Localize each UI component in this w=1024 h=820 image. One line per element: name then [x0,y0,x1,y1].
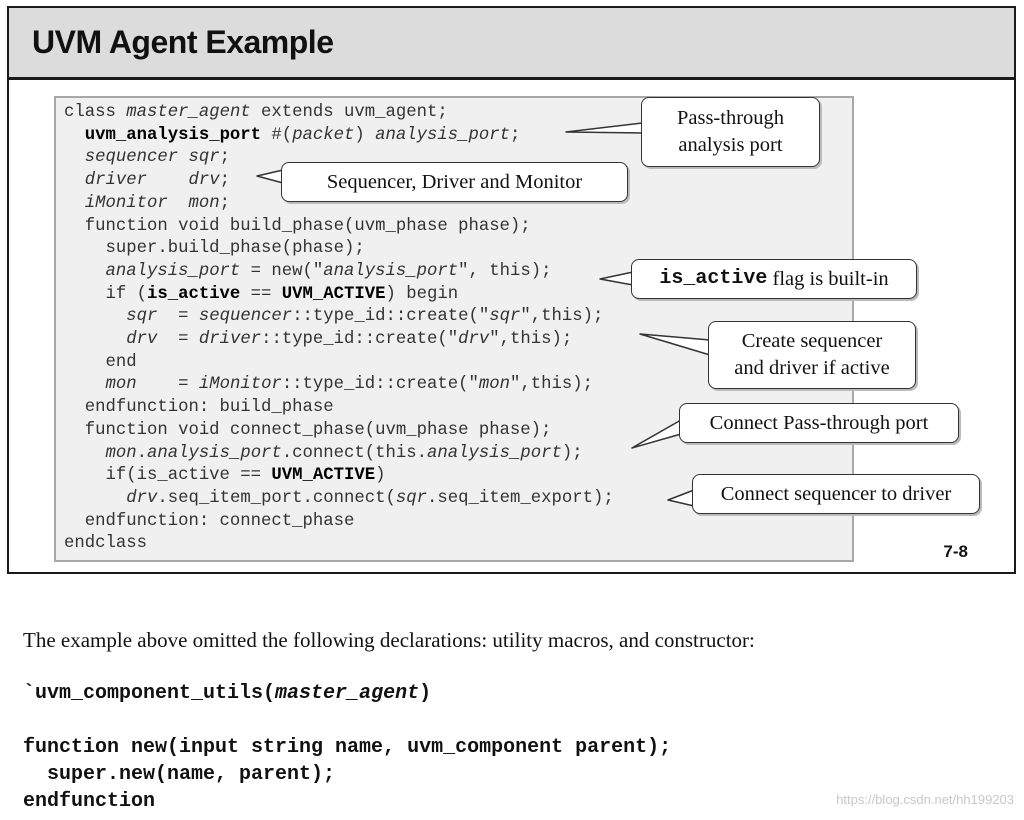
code-line: drv.seq_item_port.connect(sqr.seq_item_e… [126,488,614,508]
code-line: if (is_active == UVM_ACTIVE) begin [64,284,459,304]
code-line: end [64,352,137,372]
callout-is-active-text: flag is built-in [767,267,889,290]
code-line: endfunction: build_phase [64,398,334,418]
extra-code-line: super.new(name, parent); [23,763,336,786]
callout-is-active-code: is_active [659,267,768,290]
code-line: endclass [64,534,147,554]
callout-components-text: Sequencer, Driver and Monitor [326,170,583,193]
callout-passthrough-line1: Pass-through [676,107,785,130]
code-line: driver drv; [84,171,230,191]
callout-passthrough-line2: analysis port [678,134,783,156]
callout-components: Sequencer, Driver and Monitor [281,162,628,202]
code-line: mon = iMonitor::type_id::create("mon",th… [105,375,593,395]
slide-number: 7-8 [943,542,968,561]
code-line: iMonitor mon; [84,193,230,213]
code-line: if(is_active == UVM_ACTIVE) [64,466,386,486]
callout-connect-seq: Connect sequencer to driver [692,474,980,514]
code-line: class master_agent extends uvm_agent; [64,103,448,122]
code-line: function void connect_phase(uvm_phase ph… [64,420,552,440]
title-bar: UVM Agent Example [9,8,1014,80]
code-block: class master_agent extends uvm_agent; uv… [64,102,614,556]
extra-code-block: `uvm_component_utils(master_agent) funct… [23,680,671,815]
callout-connect-seq-text: Connect sequencer to driver [720,482,952,505]
extra-code-line [23,707,671,734]
watermark: https://blog.csdn.net/hh199203 [836,792,1014,807]
callout-passthrough: Pass-through analysis port [641,97,820,167]
callout-create-line2: and driver if active [734,357,890,379]
callout-connect-port: Connect Pass-through port [679,403,959,443]
code-line: analysis_port = new("analysis_port", thi… [105,261,552,281]
extra-code-line: `uvm_component_utils(master_agent) [23,682,432,705]
code-line: sqr = sequencer::type_id::create("sqr",t… [126,307,604,327]
extra-code-line: endfunction [23,790,156,813]
callout-connect-port-text: Connect Pass-through port [709,411,929,434]
code-line: function void build_phase(uvm_phase phas… [64,216,531,236]
extra-code-line: function new(input string name, uvm_comp… [23,736,672,759]
code-line: sequencer sqr; [84,148,230,168]
code-line: mon.analysis_port.connect(this.analysis_… [105,443,583,463]
code-line: super.build_phase(phase); [64,239,365,259]
code-line: uvm_analysis_port #(packet) analysis_por… [84,125,521,145]
code-line: drv = driver::type_id::create("drv",this… [126,330,573,350]
explanation-text: The example above omitted the following … [23,628,755,652]
callout-is-active: is_active flag is built-in [631,259,917,299]
slide-title: UVM Agent Example [32,24,334,60]
callout-create: Create sequencer and driver if active [708,321,916,389]
callout-create-line1: Create sequencer [741,330,883,353]
code-line: endfunction: connect_phase [64,511,355,531]
